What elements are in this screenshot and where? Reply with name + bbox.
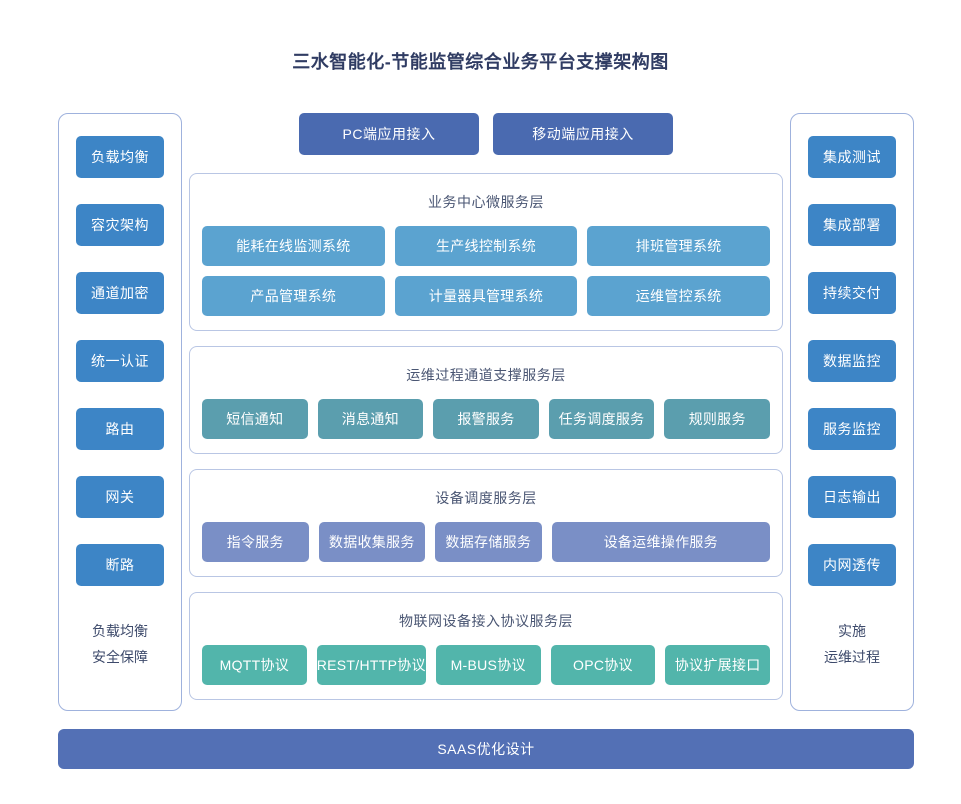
layer-title-device-scheduling-service-layer: 设备调度服务层 xyxy=(435,490,537,506)
right-chip-1[interactable]: 集成测试 xyxy=(808,136,896,178)
layer-business-center-microservice-layer: 业务中心微服务层能耗在线监测系统生产线控制系统排班管理系统产品管理系统计量器具管… xyxy=(189,173,783,331)
access-button-2[interactable]: 移动端应用接入 xyxy=(493,113,673,155)
service-node[interactable]: 设备运维操作服务 xyxy=(551,522,770,562)
service-node[interactable]: 指令服务 xyxy=(202,522,309,562)
layer-title-ops-channel-support-service-layer: 运维过程通道支撑服务层 xyxy=(406,367,566,383)
left-chip-7[interactable]: 断路 xyxy=(76,544,164,586)
service-node[interactable]: 计量器具管理系统 xyxy=(394,276,578,316)
center-stack: PC端应用接入移动端应用接入 业务中心微服务层能耗在线监测系统生产线控制系统排班… xyxy=(189,113,783,715)
service-node[interactable]: 报警服务 xyxy=(433,399,539,439)
right-chip-2[interactable]: 集成部署 xyxy=(808,204,896,246)
left-chip-6[interactable]: 网关 xyxy=(76,476,164,518)
left-chip-4[interactable]: 统一认证 xyxy=(76,340,164,382)
left-footnote-line-1: 负载均衡 xyxy=(92,623,148,639)
service-node[interactable]: 任务调度服务 xyxy=(548,399,655,439)
left-chip-list: 负载均衡容灾架构通道加密统一认证路由网关断路 xyxy=(76,136,164,612)
layer-ops-channel-support-service-layer: 运维过程通道支撑服务层短信通知消息通知报警服务任务调度服务规则服务 xyxy=(189,346,783,454)
left-chip-2[interactable]: 容灾架构 xyxy=(76,204,164,246)
left-footnote-line-2: 安全保障 xyxy=(92,649,148,665)
service-node[interactable]: REST/HTTP协议 xyxy=(316,645,426,685)
right-chip-6[interactable]: 日志输出 xyxy=(808,476,896,518)
service-node[interactable]: 协议扩展接口 xyxy=(665,645,771,685)
service-node[interactable]: 生产线控制系统 xyxy=(394,226,578,266)
page-title: 三水智能化-节能监管综合业务平台支撑架构图 xyxy=(292,52,669,72)
service-node[interactable]: OPC协议 xyxy=(550,645,656,685)
service-node[interactable]: 短信通知 xyxy=(202,399,308,439)
access-button-1[interactable]: PC端应用接入 xyxy=(299,113,479,155)
left-capability-panel: 负载均衡容灾架构通道加密统一认证路由网关断路 负载均衡 安全保障 xyxy=(58,113,182,711)
left-chip-3[interactable]: 通道加密 xyxy=(76,272,164,314)
service-node[interactable]: 消息通知 xyxy=(317,399,424,439)
layer-row: 产品管理系统计量器具管理系统运维管控系统 xyxy=(202,276,771,316)
service-node[interactable]: MQTT协议 xyxy=(202,645,307,685)
service-node[interactable]: 排班管理系统 xyxy=(587,226,771,266)
service-node[interactable]: 运维管控系统 xyxy=(587,276,771,316)
right-panel-footnote: 实施 运维过程 xyxy=(824,618,880,670)
right-chip-3[interactable]: 持续交付 xyxy=(808,272,896,314)
left-chip-5[interactable]: 路由 xyxy=(76,408,164,450)
right-footnote-line-1: 实施 xyxy=(838,623,866,639)
service-layers-container: 业务中心微服务层能耗在线监测系统生产线控制系统排班管理系统产品管理系统计量器具管… xyxy=(189,173,783,700)
application-access-row: PC端应用接入移动端应用接入 xyxy=(189,113,783,155)
service-node[interactable]: 数据收集服务 xyxy=(318,522,426,562)
layer-device-scheduling-service-layer: 设备调度服务层指令服务数据收集服务数据存储服务设备运维操作服务 xyxy=(189,469,783,577)
service-node[interactable]: M-BUS协议 xyxy=(435,645,541,685)
service-node[interactable]: 数据存储服务 xyxy=(435,522,542,562)
right-chip-5[interactable]: 服务监控 xyxy=(808,408,896,450)
left-chip-1[interactable]: 负载均衡 xyxy=(76,136,164,178)
right-chip-7[interactable]: 内网透传 xyxy=(808,544,896,586)
service-node[interactable]: 规则服务 xyxy=(664,399,770,439)
layer-row: 能耗在线监测系统生产线控制系统排班管理系统 xyxy=(202,226,771,266)
right-devops-panel: 集成测试集成部署持续交付数据监控服务监控日志输出内网透传 实施 运维过程 xyxy=(790,113,914,711)
right-chip-4[interactable]: 数据监控 xyxy=(808,340,896,382)
left-panel-footnote: 负载均衡 安全保障 xyxy=(92,618,148,670)
layer-row: 短信通知消息通知报警服务任务调度服务规则服务 xyxy=(202,399,770,439)
layer-row: 指令服务数据收集服务数据存储服务设备运维操作服务 xyxy=(202,522,770,562)
right-chip-list: 集成测试集成部署持续交付数据监控服务监控日志输出内网透传 xyxy=(808,136,896,612)
service-node[interactable]: 产品管理系统 xyxy=(202,276,385,316)
right-footnote-line-2: 运维过程 xyxy=(824,649,880,665)
layer-title-iot-device-protocol-service-layer: 物联网设备接入协议服务层 xyxy=(399,613,573,629)
saas-optimization-bar: SAAS优化设计 xyxy=(58,729,914,769)
service-node[interactable]: 能耗在线监测系统 xyxy=(202,226,385,266)
layer-title-business-center-microservice-layer: 业务中心微服务层 xyxy=(428,194,544,210)
